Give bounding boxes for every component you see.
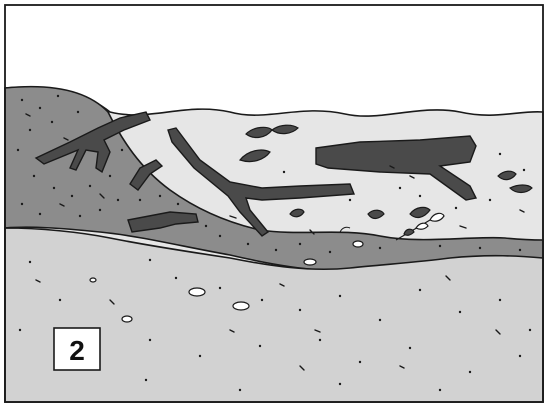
pebble-4 [90, 278, 96, 282]
pebble-3 [122, 316, 132, 322]
panel-number-text: 2 [69, 335, 85, 366]
pebble-6 [353, 241, 363, 247]
pebble-5 [304, 259, 316, 265]
pebble-1 [189, 288, 205, 296]
pebble-2 [233, 302, 249, 310]
panel-number-label: 2 [54, 328, 100, 370]
